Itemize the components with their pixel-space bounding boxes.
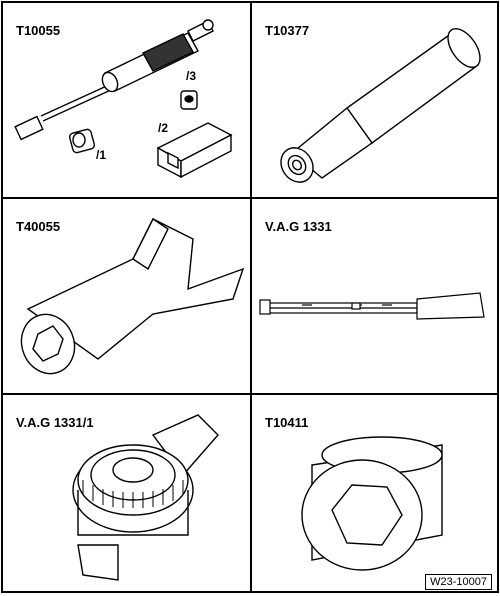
part-1-label: /1 <box>96 148 107 162</box>
cell-t40055: T40055 <box>3 199 249 393</box>
tool-label: V.A.G 1331 <box>265 219 332 234</box>
torque-wrench-illustration <box>259 292 485 320</box>
cell-t10377: T10377 <box>252 3 498 197</box>
tool-label: T10055 <box>16 23 61 38</box>
part-3-label: /3 <box>186 69 197 83</box>
puller-tool-illustration <box>14 19 233 179</box>
tool-label: T10411 <box>265 415 309 430</box>
part-2-label: /2 <box>158 121 169 135</box>
crowfoot-tool-illustration <box>20 217 245 375</box>
tool-label: T40055 <box>16 219 61 234</box>
hex-socket-illustration <box>301 436 443 571</box>
sleeve-tool-illustration <box>280 28 481 183</box>
figure-reference: W23-10007 <box>425 574 492 590</box>
tool-label: V.A.G 1331/1 <box>16 415 94 430</box>
cell-vag-1331-1: V.A.G 1331/1 <box>3 395 249 589</box>
ratchet-head-illustration <box>72 414 219 581</box>
divider-column <box>250 3 252 591</box>
cell-t10411: T10411 <box>252 395 498 589</box>
tool-label: T10377 <box>265 23 310 38</box>
cell-t10055: T10055 <box>3 3 249 197</box>
cell-vag-1331: V.A.G 1331 <box>252 199 498 393</box>
